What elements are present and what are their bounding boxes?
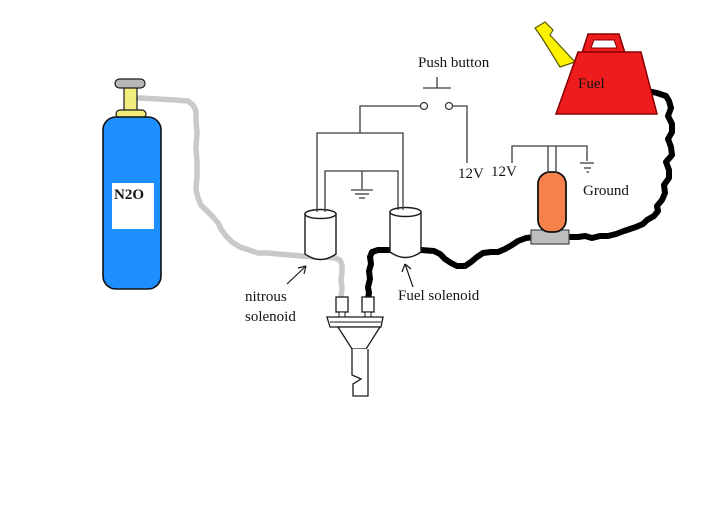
fuel-line (418, 88, 675, 269)
pump-wiring (511, 145, 594, 173)
wire-switch-to-12v (453, 105, 468, 163)
fuel-solenoid-label: Fuel solenoid (398, 288, 480, 304)
nitrous-solenoid-arrow (286, 265, 307, 285)
pump-12v-label: 12V (491, 164, 517, 180)
bottle-label-sticker (112, 183, 154, 229)
injector-funnel (336, 326, 382, 350)
fuel-can: Fuel (534, 21, 658, 115)
fuel-fitting (361, 296, 375, 313)
wire-switch-to-solenoids (359, 105, 420, 133)
fuel-fitting-nipple (364, 311, 372, 318)
fuel-pump-body (537, 171, 567, 233)
switch-contact-left (419, 101, 429, 111)
fuel-can-body (554, 51, 658, 115)
fuel-line-to-injector (365, 247, 393, 301)
injector-tube (351, 349, 369, 397)
switch-contact-right (444, 101, 454, 111)
push-button-switch (419, 77, 454, 111)
bottle-cap (114, 78, 146, 89)
switch-12v-label: 12V (458, 166, 484, 182)
nitrous-solenoid (304, 208, 337, 261)
pump-wire-bracket (511, 145, 588, 163)
n2o-bottle: N2O (102, 78, 162, 290)
fuel-can-label: Fuel (578, 76, 605, 92)
nitrous-fitting (335, 296, 349, 313)
nitrous-solenoid-label-line1: nitrous (245, 289, 287, 305)
ground-label: Ground (583, 183, 629, 199)
nitrous-solenoid-label-line2: solenoid (245, 309, 296, 325)
bottle-label: N2O (114, 187, 144, 203)
fuel-can-spout (534, 21, 577, 68)
annotation-arrows (286, 263, 414, 288)
fuel-solenoid (389, 206, 422, 259)
push-button-label: Push button (418, 55, 490, 71)
nitrous-hose (136, 95, 345, 300)
fuel-pump (530, 171, 570, 245)
wire-power-bracket (316, 132, 404, 212)
injector-nozzle (326, 296, 384, 397)
nitrous-fitting-nipple (338, 311, 346, 318)
fuel-can-handle-hole (590, 39, 618, 49)
solenoid-wiring (316, 105, 468, 212)
fuel-solenoid-arrow (401, 263, 414, 288)
